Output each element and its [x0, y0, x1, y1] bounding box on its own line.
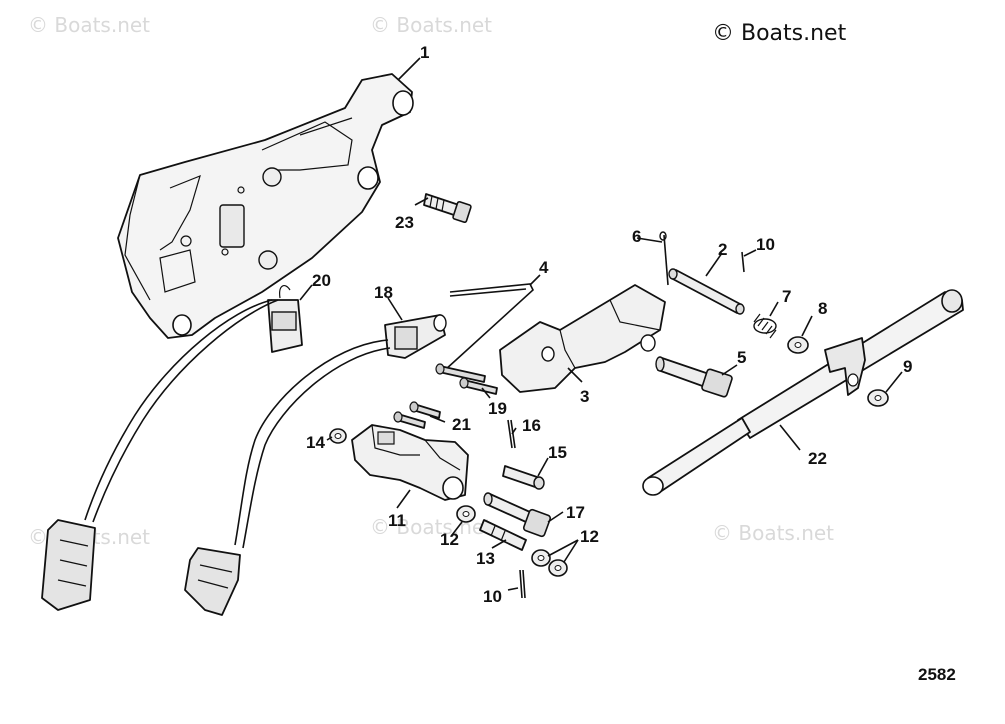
part-4-link-rod — [444, 283, 534, 371]
callout-19: 19 — [488, 399, 507, 418]
part-19-screws — [435, 363, 498, 395]
callout-17: 17 — [566, 503, 585, 522]
callout-5: 5 — [737, 348, 746, 367]
part-23-bolt — [423, 193, 472, 224]
callout-4: 4 — [539, 258, 549, 277]
part-3-lever-bracket — [499, 284, 666, 393]
part-10-upper-cotter-pin — [741, 251, 745, 273]
callout-12-left: 12 — [440, 530, 459, 549]
part-13-stud — [479, 519, 527, 551]
callout-20: 20 — [312, 271, 331, 290]
callout-1: 1 — [420, 43, 429, 62]
callout-18: 18 — [374, 283, 393, 302]
callout-11: 11 — [388, 511, 406, 530]
part-17-shoulder-bolt — [483, 492, 552, 538]
part-18-sensor-harness — [184, 314, 447, 616]
callout-22: 22 — [808, 449, 827, 468]
part-9-washer — [867, 389, 889, 407]
callout-7: 7 — [782, 287, 791, 306]
figure-number: 2582 — [918, 665, 956, 684]
callout-14: 14 — [306, 433, 325, 452]
part-5-shoulder-bolt — [655, 356, 733, 398]
part-12-washers — [456, 505, 568, 577]
callout-10-lower: 10 — [483, 587, 502, 606]
part-21-screws — [393, 401, 441, 429]
callout-9: 9 — [903, 357, 912, 376]
part-8-washer — [787, 336, 809, 354]
part-22-actuator-rod — [642, 289, 964, 496]
callout-8: 8 — [818, 299, 827, 318]
leader-lines — [299, 57, 903, 591]
callout-10-upper: 10 — [756, 235, 775, 254]
part-10-lower-cotter-pin — [519, 569, 526, 599]
part-11-throttle-arm — [351, 424, 469, 501]
watermark-top-center: © Boats.net — [370, 13, 492, 37]
callout-3: 3 — [580, 387, 589, 406]
watermark-top-left: © Boats.net — [28, 13, 150, 37]
part-14-nut — [329, 428, 347, 444]
callout-23: 23 — [395, 213, 414, 232]
callout-13: 13 — [476, 549, 495, 568]
callout-labels: 1 2 3 4 5 6 7 8 9 10 10 11 12 12 13 14 1… — [306, 43, 912, 606]
callout-12-right: 12 — [580, 527, 599, 546]
part-7-spring — [753, 313, 777, 339]
callout-16: 16 — [522, 416, 541, 435]
part-6-cotter-pin — [659, 231, 669, 286]
callout-2: 2 — [718, 240, 727, 259]
copyright-notice: © Boats.net — [712, 21, 847, 46]
part-2-pin — [668, 268, 745, 315]
part-16-cotter-pin — [507, 419, 516, 449]
watermark-bottom-right: © Boats.net — [712, 521, 834, 545]
callout-15: 15 — [548, 443, 567, 462]
callout-21: 21 — [452, 415, 471, 434]
part-1-mounting-bracket — [117, 73, 414, 339]
part-15-pin — [502, 465, 545, 490]
callout-6: 6 — [632, 227, 641, 246]
part-20-sensor-harness — [41, 285, 303, 611]
